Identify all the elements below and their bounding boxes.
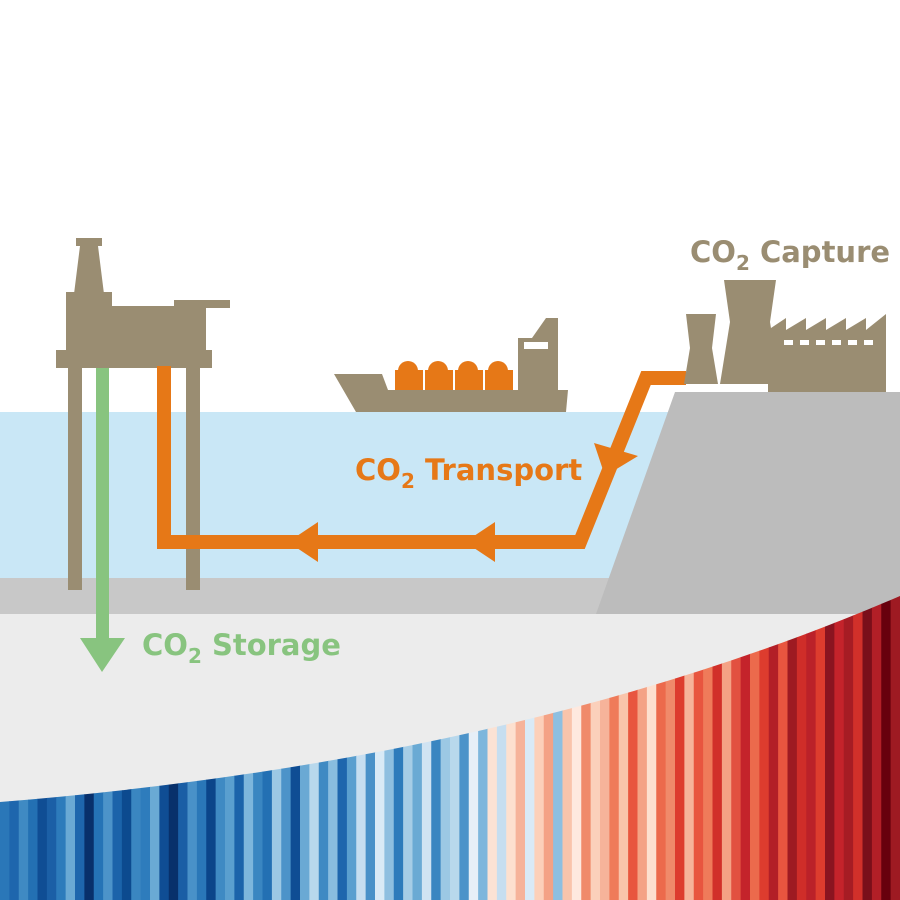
- warming-stripe: [478, 596, 489, 900]
- transport-pipeline: [157, 366, 686, 549]
- warming-stripe: [534, 596, 545, 900]
- warming-stripe: [440, 596, 451, 900]
- warming-stripe: [637, 596, 648, 900]
- warming-stripe: [740, 596, 751, 900]
- warming-stripe: [665, 596, 676, 900]
- warming-stripe: [618, 596, 629, 900]
- pipeline-arrows: [288, 443, 638, 562]
- warming-stripe: [525, 596, 535, 900]
- warming-stripe: [609, 596, 620, 900]
- warming-stripe: [787, 596, 798, 900]
- warming-stripe: [628, 596, 639, 900]
- co2-storage-label: CO2 Storage: [142, 628, 341, 668]
- warming-stripe: [450, 596, 460, 900]
- warming-stripe: [543, 596, 554, 900]
- warming-stripe: [890, 596, 900, 900]
- warming-stripe: [778, 596, 789, 900]
- warming-stripe: [806, 596, 817, 900]
- storage-pipe-arrow: [80, 368, 125, 672]
- factory-windows: [784, 340, 873, 345]
- coastal-land: [596, 392, 900, 614]
- warming-stripe: [590, 596, 601, 900]
- co2-transport-label: CO2 Transport: [355, 453, 582, 493]
- warming-stripe: [581, 596, 592, 900]
- ship-icon: [334, 318, 568, 412]
- warming-stripe: [834, 596, 845, 900]
- warming-stripe: [646, 596, 657, 900]
- warming-stripe: [684, 596, 695, 900]
- warming-stripe: [871, 596, 882, 900]
- warming-stripe: [862, 596, 873, 900]
- warming-stripe: [768, 596, 779, 900]
- factory-icon: [684, 280, 886, 392]
- warming-stripe: [403, 596, 414, 900]
- warming-stripe: [496, 596, 507, 900]
- warming-stripe: [656, 596, 667, 900]
- warming-stripe: [431, 596, 442, 900]
- warming-stripe: [815, 596, 826, 900]
- warming-stripe: [843, 596, 854, 900]
- warming-stripe: [600, 596, 610, 900]
- warming-stripe: [825, 596, 835, 900]
- warming-stripe: [487, 596, 498, 900]
- warming-stripe: [759, 596, 770, 900]
- warming-stripe: [731, 596, 742, 900]
- warming-stripe: [693, 596, 704, 900]
- warming-stripe: [750, 596, 760, 900]
- warming-stripe: [571, 596, 582, 900]
- warming-stripe: [459, 596, 470, 900]
- warming-stripe: [506, 596, 517, 900]
- warming-stripe: [853, 596, 864, 900]
- warming-stripe: [712, 596, 723, 900]
- warming-stripe: [703, 596, 714, 900]
- warming-stripe: [562, 596, 573, 900]
- offshore-platform-icon: [56, 238, 230, 590]
- warming-stripe: [468, 596, 479, 900]
- warming-stripe: [412, 596, 423, 900]
- warming-stripe: [393, 596, 404, 900]
- co2-capture-label: CO2 Capture: [690, 235, 890, 275]
- warming-stripe: [421, 596, 432, 900]
- warming-stripe: [553, 596, 564, 900]
- warming-stripe: [796, 596, 807, 900]
- warming-stripe: [675, 596, 685, 900]
- warming-stripe: [515, 596, 526, 900]
- warming-stripe: [721, 596, 732, 900]
- warming-stripe: [881, 596, 892, 900]
